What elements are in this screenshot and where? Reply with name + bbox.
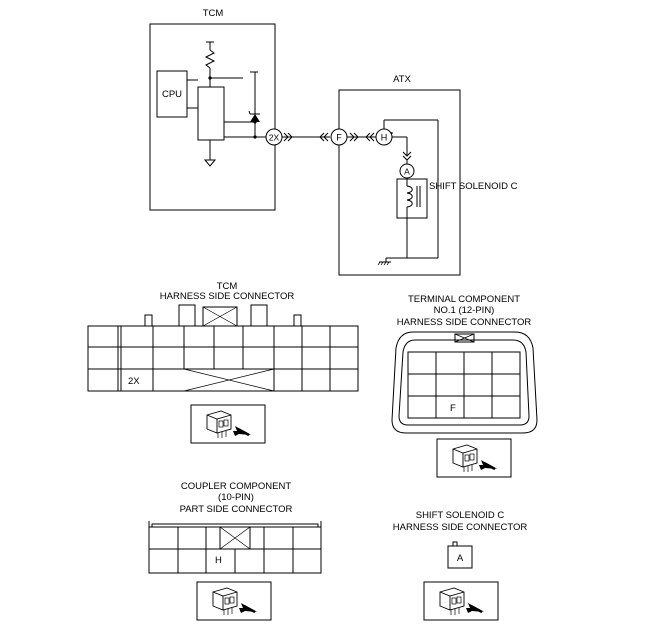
solenoid-box — [396, 178, 428, 219]
svg-text:F: F — [336, 133, 342, 143]
solenoid-pin-a: A — [457, 553, 464, 564]
connector-view-icon — [435, 437, 513, 479]
connector-view-icon — [195, 580, 273, 622]
tcm-connector-title-2: HARNESS SIDE CONNECTOR — [160, 291, 295, 302]
coupler-connector-title-3: PART SIDE CONNECTOR — [180, 504, 293, 515]
terminal-connector-title-3: HARNESS SIDE CONNECTOR — [397, 317, 532, 328]
svg-text:2X: 2X — [269, 133, 280, 143]
terminal-pin-f: F — [450, 403, 456, 414]
resistor-icon — [204, 41, 216, 87]
solenoid-connector — [447, 541, 473, 569]
connector-view-icon — [422, 580, 500, 622]
driver-ic — [197, 86, 225, 141]
coil-icon — [406, 185, 421, 208]
solenoid-connector-title-2: HARNESS SIDE CONNECTOR — [393, 522, 528, 533]
tcm-connector — [87, 304, 359, 392]
ground-icon — [377, 258, 391, 266]
coupler-connector-title-1: COUPLER COMPONENT — [181, 481, 292, 492]
coupler-connector — [148, 521, 322, 574]
solenoid-connector-title-1: SHIFT SOLENOID C — [416, 510, 505, 521]
svg-text:H: H — [381, 133, 388, 143]
solenoid-label: SHIFT SOLENOID C — [429, 181, 518, 192]
ground-icon — [203, 140, 217, 167]
coupler-pin-h: H — [215, 555, 222, 566]
tcm-connector-title-1: TCM — [217, 281, 238, 292]
tcm-pin-2x: 2X — [128, 376, 140, 387]
terminal-connector-title-2: NO.1 (12-PIN) — [434, 305, 495, 316]
cpu-label: CPU — [162, 89, 182, 100]
terminal-connector-title-1: TERMINAL COMPONENT — [408, 294, 520, 305]
atx-box — [338, 89, 461, 276]
terminal-connector — [391, 331, 538, 434]
atx-label: ATX — [393, 74, 411, 85]
diode-icon — [248, 110, 260, 122]
tcm-label: TCM — [203, 8, 224, 19]
coupler-connector-title-2: (10-PIN) — [218, 492, 254, 503]
tcm-box — [149, 23, 276, 211]
cpu-box — [156, 70, 188, 118]
connector-view-icon — [189, 403, 267, 445]
svg-text:A: A — [404, 167, 410, 177]
